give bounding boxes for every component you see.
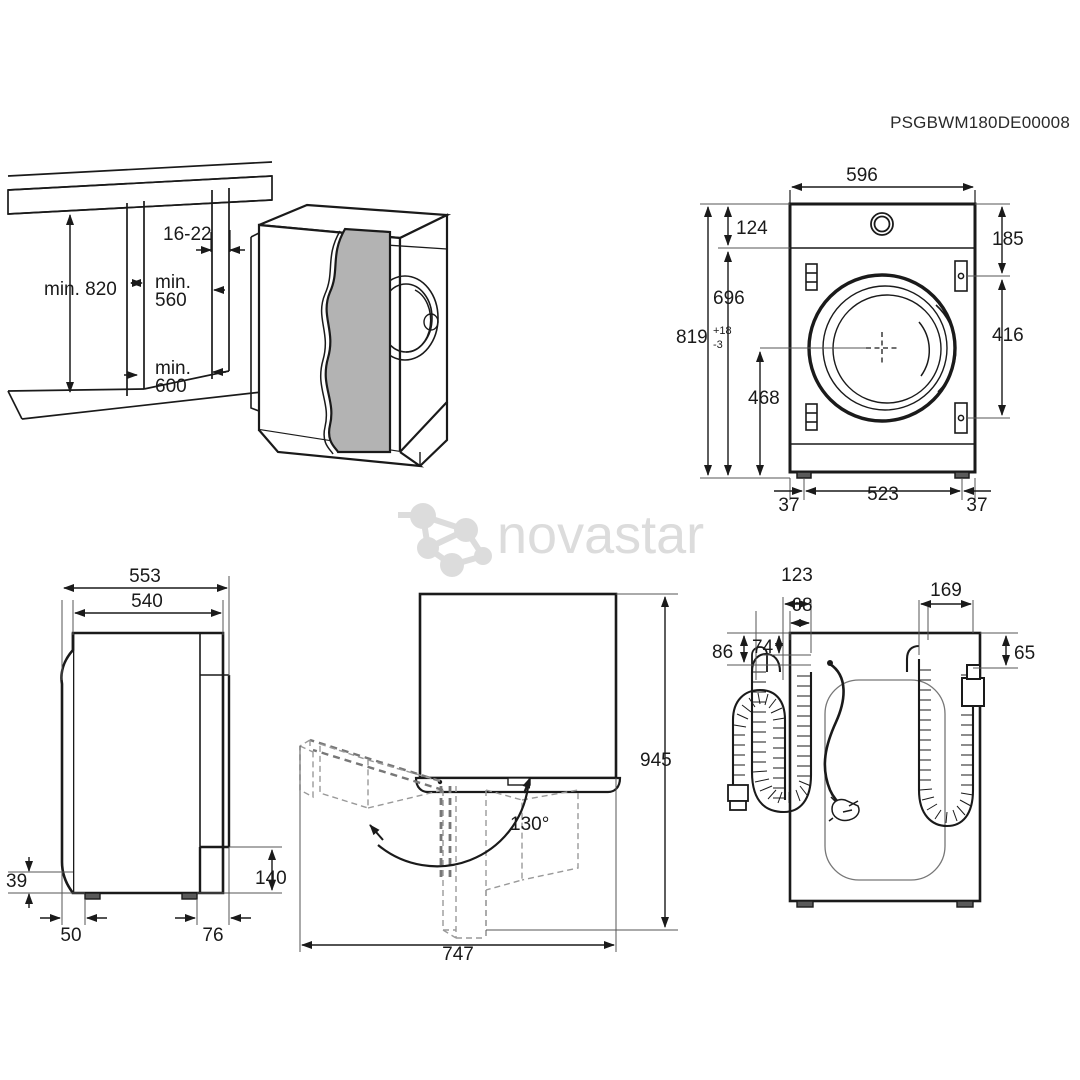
dim-label-foot-spacing: 523 (867, 484, 899, 505)
door-centre-crosshair (866, 332, 899, 365)
dim-label-cord-outlet-height: 86 (712, 642, 733, 663)
dim-label-door-centre-height: 468 (748, 388, 780, 409)
power-cord-with-plug (823, 660, 860, 822)
fixing-bracket-top-left (805, 263, 818, 291)
dim-label-drain-hose-height: 74 (752, 637, 774, 658)
dim-label-overall-depth: 553 (129, 566, 161, 587)
dim-label-panel-thickness: 16-22 (163, 224, 212, 245)
fixing-bracket-top-right (954, 260, 968, 292)
dim-label-niche-height: min. 820 (44, 279, 117, 300)
dim-label-bracket-spacing: 416 (992, 325, 1024, 346)
door-open-outline (309, 738, 444, 792)
dim-label-plinth-height: 39 (6, 871, 27, 892)
dim-label-rear-recess-height: 140 (255, 868, 287, 889)
dim-label-top-to-upper-bracket: 185 (992, 229, 1024, 250)
dim-label-total-height: 819 (676, 327, 708, 348)
rear-elevation-view: 123 68 169 (712, 565, 1035, 908)
door-swing-plan-view: 130° 945 747 (299, 592, 678, 965)
dim-label-rear-foot-offset: 76 (202, 925, 223, 946)
front-elevation-view: 596 124 696 (676, 165, 1024, 516)
dim-label-overall-width: 596 (846, 165, 878, 186)
part-number-label: PSGBWM180DE00008 (890, 113, 1070, 132)
novastar-watermark: novastar (398, 503, 704, 577)
dim-label-inlet-hose-height: 65 (1014, 643, 1035, 664)
dim-label-top-panel-height: 124 (736, 218, 768, 239)
dim-label-niche-width-1: min. (155, 358, 191, 379)
side-elevation-view: 553 540 39 (6, 566, 287, 946)
washer-isometric-body (250, 203, 452, 468)
installation-niche-isometric-view: min. 820 min. 560 16-22 (7, 161, 452, 468)
dim-niche-depth (130, 279, 225, 294)
dim-label-door-open-angle: 130° (510, 814, 549, 835)
water-inlet-hose (905, 644, 985, 828)
dim-label-body-height: 696 (713, 288, 745, 309)
control-knob (870, 212, 894, 236)
dim-label-drain-hose-inner-offset: 68 (791, 595, 812, 616)
dim-label-total-height-tol-plus: +18 (713, 325, 732, 337)
dim-label-niche-depth-1: min. (155, 272, 191, 293)
dim-label-inlet-hose-offset: 169 (930, 580, 962, 601)
dim-label-foot-inset-left: 37 (778, 495, 799, 516)
dim-niche-width (124, 368, 226, 379)
fixing-bracket-bottom-right (954, 402, 968, 434)
loose-drain-hose-end (727, 688, 787, 811)
dim-label-body-depth: 540 (131, 591, 163, 612)
dim-overall-width (789, 183, 976, 206)
dim-label-drain-hose-outer-offset: 123 (781, 565, 813, 586)
fixing-bracket-bottom-left (805, 403, 818, 431)
dim-label-cabinet-depth-plan: 945 (640, 750, 672, 771)
dim-label-door-open-projection: 747 (442, 944, 474, 965)
dim-label-front-foot-offset: 50 (60, 925, 81, 946)
drain-hose (750, 646, 813, 814)
watermark-text: novastar (497, 505, 704, 565)
dim-panel-thickness (196, 230, 245, 254)
dim-label-total-height-tol-minus: -3 (713, 339, 723, 351)
dim-label-niche-width-2: 600 (155, 376, 187, 397)
dim-label-niche-depth-2: 560 (155, 290, 187, 311)
door-swing-arc (369, 777, 531, 868)
dim-label-foot-inset-right: 37 (966, 495, 987, 516)
